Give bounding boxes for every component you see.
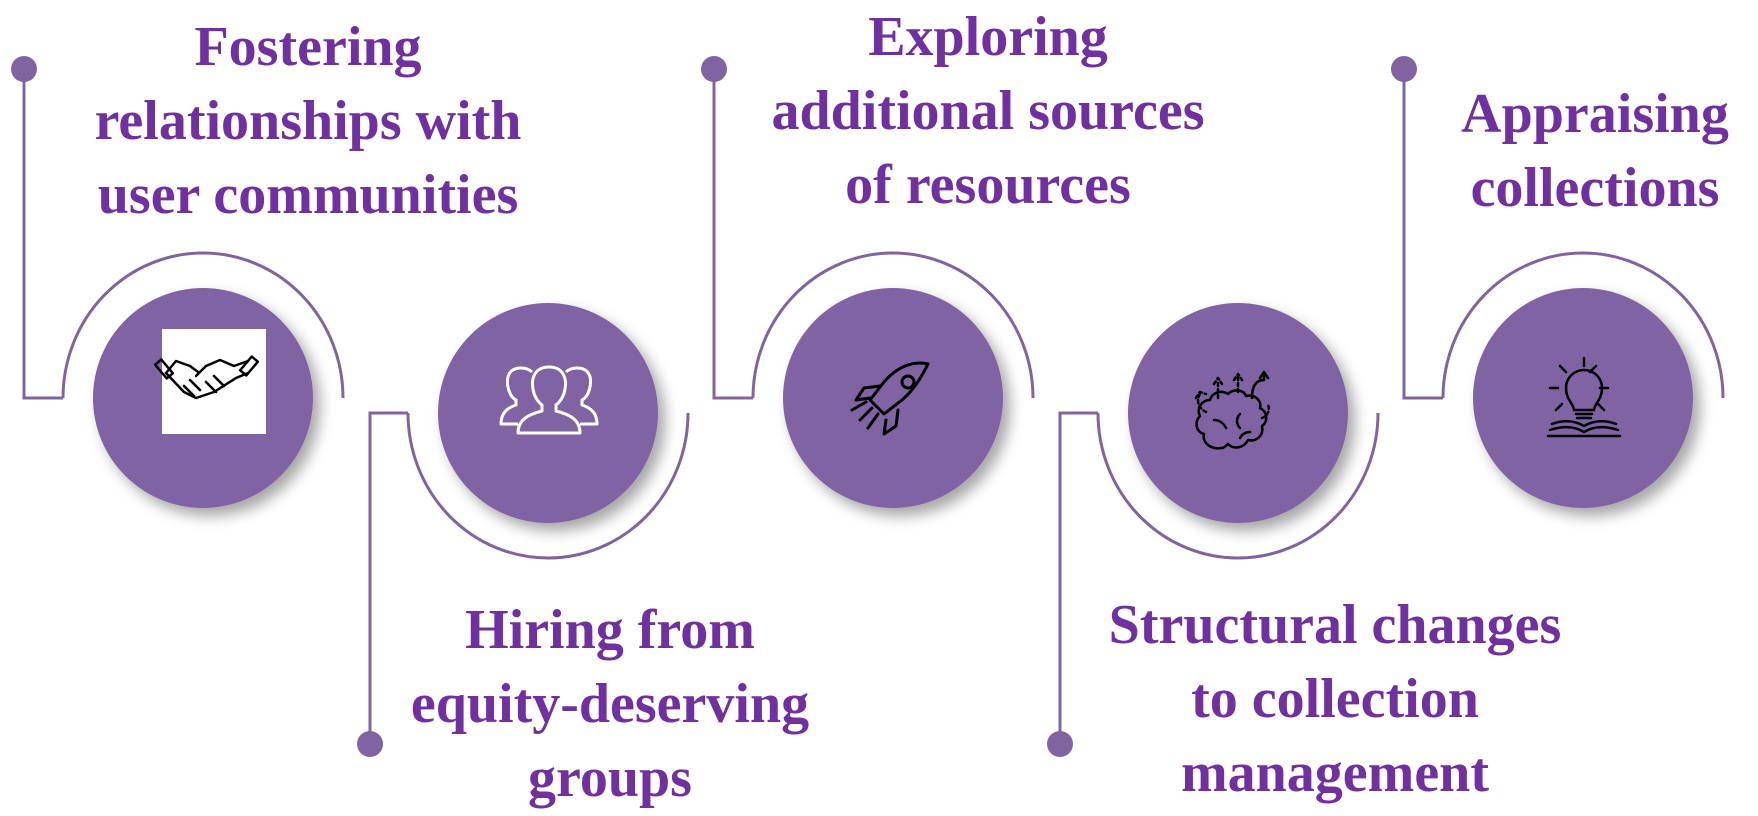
step-4-title-line-1: Structural changes [1108,594,1562,656]
step-1-start-dot [11,56,37,82]
step-2-title-line-2: equity-deserving [410,673,810,735]
step-4-title-line-3: management [1181,742,1489,804]
step-3-title-line-2: additional sources [771,80,1205,142]
brain-arrows-icon [1194,370,1270,450]
step-2-title-line-1: Hiring from [465,599,755,661]
step-3-title-line-3: of resources [845,154,1131,216]
people-group-icon [499,365,599,435]
step-1-connector [22,69,345,400]
step-5-title: Appraising collections [1435,77,1755,225]
step-4-circle [1128,303,1348,523]
step-4-end-dot [1047,731,1073,757]
step-3-start-dot [701,56,727,82]
step-1-title-line-1: Fostering [194,16,422,78]
step-2-end-dot [357,731,383,757]
step-5-title-line-2: collections [1470,157,1720,219]
step-5-connector [1402,69,1725,400]
step-3-title: Exploring additional sources of resource… [718,0,1258,222]
step-3-connector [712,69,1035,400]
step-2-title-line-3: groups [528,747,692,809]
step-1-title: Fostering relationships with user commun… [48,10,568,232]
handshake-icon [153,329,266,434]
step-1-title-line-2: relationships with [94,90,522,152]
step-1-title-line-3: user communities [97,164,519,226]
step-2-connector [368,411,690,744]
rocket-icon [850,361,930,436]
step-4-connector [1058,411,1380,744]
step-5-start-dot [1391,56,1417,82]
step-5-circle [1473,288,1693,508]
step-2-title: Hiring from equity-deserving groups [340,593,880,815]
step-3-title-line-1: Exploring [868,6,1108,68]
step-3-circle [783,288,1003,508]
step-4-title: Structural changes to collection managem… [1060,588,1610,810]
lightbulb-book-icon [1546,356,1622,438]
step-2-circle [438,303,658,523]
step-5-title-line-1: Appraising [1461,83,1729,145]
step-4-title-line-2: to collection [1191,668,1479,730]
